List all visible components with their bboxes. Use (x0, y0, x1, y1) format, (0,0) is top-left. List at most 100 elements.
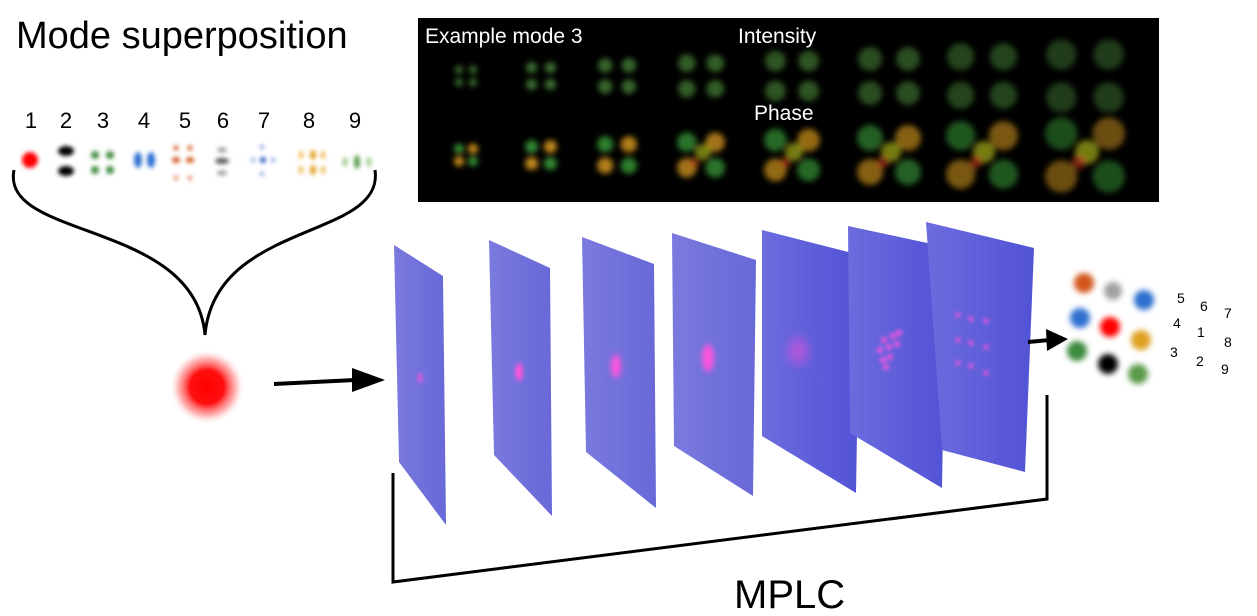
output-number-3: 3 (1170, 344, 1178, 360)
mode-number-9: 9 (349, 108, 361, 133)
phase-lobe (454, 156, 464, 167)
phase-lobe (988, 159, 1019, 189)
intensity-lobe (544, 61, 557, 74)
mode-number-3: 3 (97, 108, 109, 133)
phase-lobe (543, 156, 558, 171)
mode-pictograms (22, 145, 372, 181)
intensity-lobe (947, 81, 975, 109)
intensity-lobe (798, 80, 819, 102)
output-mode-cluster (1067, 273, 1154, 384)
intensity-lobe (947, 43, 975, 71)
phase-center (1071, 154, 1087, 170)
inset-phase-label: Phase (754, 102, 814, 125)
phase-lobe (857, 159, 883, 186)
intensity-lobe (989, 81, 1018, 109)
phase-lobe (895, 159, 921, 186)
phase-plane-4 (672, 233, 756, 496)
output-number-7: 7 (1224, 305, 1232, 321)
phase-plane-3 (582, 237, 656, 508)
phase-plane-6 (848, 226, 946, 488)
input-arrow (273, 368, 385, 392)
phase-planes (394, 222, 1034, 525)
phase-lobe (620, 136, 637, 153)
intensity-lobe (858, 46, 882, 71)
phase-lobe (705, 132, 725, 153)
intensity-lobe (455, 65, 463, 74)
intensity-lobe (1093, 82, 1125, 113)
phase-lobe (1045, 160, 1078, 193)
phase-center (877, 156, 889, 168)
mode-9-pictogram (342, 155, 372, 169)
intensity-lobe (1046, 39, 1077, 70)
output-number-1: 1 (1197, 324, 1205, 340)
example-mode-inset: Example mode 3 Intensity Phase (418, 18, 1159, 202)
mplc-bracket (391, 395, 1049, 584)
phase-row (454, 117, 1126, 193)
phase-lobe (677, 132, 697, 153)
output-number-8: 8 (1224, 334, 1232, 350)
intensity-lobe (678, 54, 696, 73)
intensity-lobe (455, 78, 463, 87)
mode-3-pictogram (91, 151, 114, 174)
output-number-2: 2 (1196, 353, 1204, 369)
phase-lobe (946, 121, 976, 151)
phase-center (785, 143, 803, 161)
mode-2-pictogram (58, 146, 74, 176)
intensity-lobe (621, 79, 636, 94)
mode-5-pictogram (172, 145, 194, 181)
output-number-9: 9 (1221, 361, 1229, 377)
mplc-label: MPLC (734, 573, 845, 616)
phase-lobe (1092, 117, 1126, 150)
phase-plane-5 (762, 230, 860, 493)
intensity-lobe (1046, 82, 1077, 113)
mode-number-8: 8 (303, 108, 315, 133)
phase-lobe (797, 158, 820, 182)
output-number-labels: 5 6 7 4 1 8 3 2 9 (1170, 290, 1232, 377)
phase-lobe (620, 157, 637, 174)
mode-6-pictogram (215, 147, 229, 176)
intensity-lobe (989, 43, 1018, 71)
phase-lobe (468, 143, 478, 154)
intensity-lobe (765, 80, 786, 102)
phase-lobe (988, 121, 1019, 151)
mode-number-labels: 1 2 3 4 5 6 7 8 9 (25, 108, 361, 133)
phase-lobe (525, 139, 539, 154)
phase-lobe (454, 143, 464, 154)
output-number-6: 6 (1200, 298, 1208, 314)
phase-plane-2 (489, 240, 552, 516)
intensity-lobe (598, 58, 613, 73)
phase-center (695, 144, 711, 160)
intensity-lobe (598, 79, 613, 94)
mode-number-4: 4 (138, 108, 150, 133)
phase-lobe (764, 128, 787, 152)
intensity-lobe (469, 78, 477, 87)
diagram-title: Mode superposition (16, 15, 348, 57)
phase-lobe (468, 156, 478, 167)
phase-lobe (946, 159, 976, 189)
intensity-lobe (706, 54, 724, 73)
intensity-lobe (706, 79, 724, 98)
phase-lobe (1045, 117, 1078, 150)
phase-center (969, 155, 983, 169)
phase-lobe (525, 156, 539, 171)
phase-lobe (1092, 160, 1126, 193)
phase-lobe (857, 124, 883, 151)
mode-8-pictogram (298, 150, 326, 175)
intensity-lobe (896, 81, 920, 106)
intensity-lobe (526, 61, 538, 74)
output-number-5: 5 (1177, 290, 1185, 306)
intensity-lobe (678, 79, 696, 98)
intensity-lobe (621, 58, 636, 73)
intensity-lobe (1093, 39, 1125, 70)
mode-number-6: 6 (217, 108, 229, 133)
phase-lobe (895, 124, 921, 151)
intensity-lobe (858, 81, 882, 106)
phase-lobe (797, 128, 820, 152)
intensity-lobe (469, 65, 477, 74)
input-beam-spot (169, 349, 245, 425)
phase-lobe (597, 136, 614, 153)
phase-plane-7 (926, 222, 1034, 472)
output-number-4: 4 (1173, 315, 1181, 331)
intensity-row (455, 39, 1125, 113)
